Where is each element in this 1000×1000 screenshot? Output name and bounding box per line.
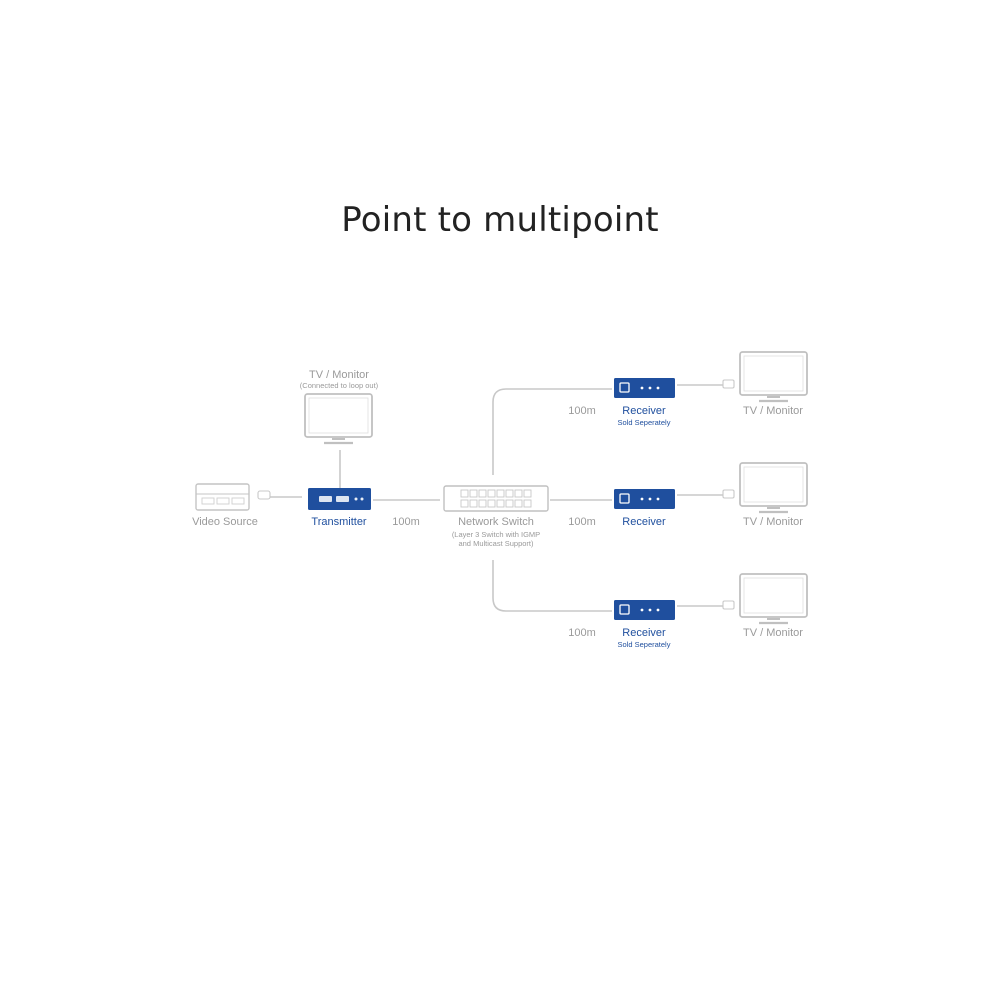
loop-out-monitor-icon: [304, 393, 373, 445]
monitor-label-3: TV / Monitor: [743, 627, 803, 639]
page-title: Point to multipoint: [341, 200, 659, 240]
loop-monitor-note: (Connected to loop out): [299, 381, 379, 390]
hdmi-plug-monitor-3: [722, 600, 735, 610]
receiver-device-icon-1: [614, 378, 675, 398]
monitor-label-1: TV / Monitor: [743, 405, 803, 417]
receiver-device-icon-3: [614, 600, 675, 620]
receiver-note-1: Sold Seperately: [617, 418, 671, 427]
hdmi-plug-monitor-1: [722, 379, 735, 389]
monitor-icon-1: [739, 351, 808, 403]
receiver-device-icon-2: [614, 489, 675, 509]
switch-title: Network Switch: [458, 516, 534, 528]
switch-note-line2: and Multicast Support): [458, 539, 534, 548]
switch-note-line1: (Layer 3 Switch with IGMP: [451, 530, 541, 539]
cable-switch-to-receiver-3: [492, 560, 612, 612]
network-switch-icon: [443, 485, 549, 512]
hdmi-plug-source: [257, 490, 271, 500]
transmitter-device-icon: [308, 488, 371, 510]
receiver-label-3: Receiver: [622, 627, 666, 639]
monitor-label-2: TV / Monitor: [743, 516, 803, 528]
distance-label-2: 100m: [568, 516, 596, 528]
video-source-label: Video Source: [192, 516, 258, 528]
monitor-icon-2: [739, 462, 808, 514]
hdmi-plug-monitor-2: [722, 489, 735, 499]
receiver-note-3: Sold Seperately: [617, 640, 671, 649]
receiver-label-1: Receiver: [622, 405, 666, 417]
distance-label-3: 100m: [568, 627, 596, 639]
video-source-icon: [195, 483, 250, 511]
transmitter-label: Transmitter: [311, 516, 367, 528]
receiver-label-2: Receiver: [622, 516, 666, 528]
cable-switch-to-receiver-1: [492, 388, 612, 475]
monitor-icon-3: [739, 573, 808, 625]
distance-label-1: 100m: [568, 405, 596, 417]
distance-tx-switch-label: 100m: [392, 516, 420, 528]
loop-monitor-title: TV / Monitor: [309, 369, 369, 381]
